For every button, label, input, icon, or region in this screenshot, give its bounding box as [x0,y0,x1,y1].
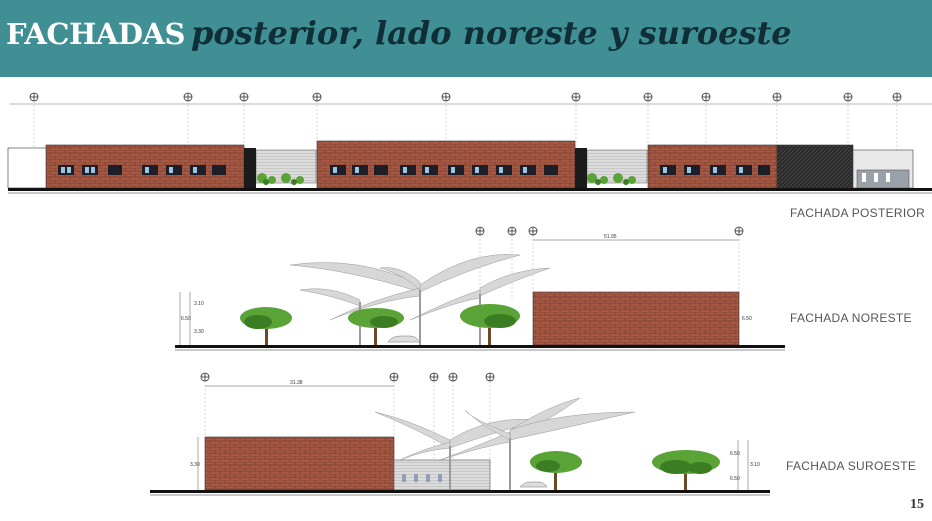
title-rest: posterior, lado noreste y suroeste [190,14,792,52]
dim-noreste-4: 6.50 [742,316,752,322]
label-fachada-posterior: FACHADA POSTERIOR [790,206,926,220]
trees-suroeste [530,450,720,490]
label-fachada-suroeste: FACHADA SUROESTE [786,459,917,473]
suroeste-span-dim: 31.38 [290,380,303,386]
dim-suroeste-1: 3.30 [190,462,200,468]
elevations-drawing: 51.95 3.10 6.50 3.30 6.50 [7,92,932,496]
dim-suroeste-2: 6.50 [730,451,740,457]
dim-noreste-1: 3.10 [194,301,204,307]
grid-axes-noreste [475,226,744,345]
tensile-canopies-noreste [289,254,551,321]
fachada-noreste: 51.95 3.10 6.50 3.30 6.50 [175,226,785,351]
page-number: 15 [910,497,924,512]
trees-noreste [240,304,520,345]
title-lead: FACHADAS [6,17,185,51]
tensile-canopies-suroeste [374,397,636,461]
dim-noreste-2: 6.50 [181,316,191,322]
grid-axes-posterior [29,92,902,180]
fachada-suroeste: 31.38 3.30 6.50 3.10 6.50 [150,372,770,496]
fachada-posterior [7,92,932,194]
noreste-span-dim: 51.95 [604,234,617,240]
dim-suroeste-4: 6.50 [730,476,740,482]
dim-suroeste-3: 3.10 [750,462,760,468]
dim-noreste-3: 3.30 [194,329,204,335]
label-fachada-noreste: FACHADA NORESTE [790,311,912,325]
header-band [0,0,932,77]
